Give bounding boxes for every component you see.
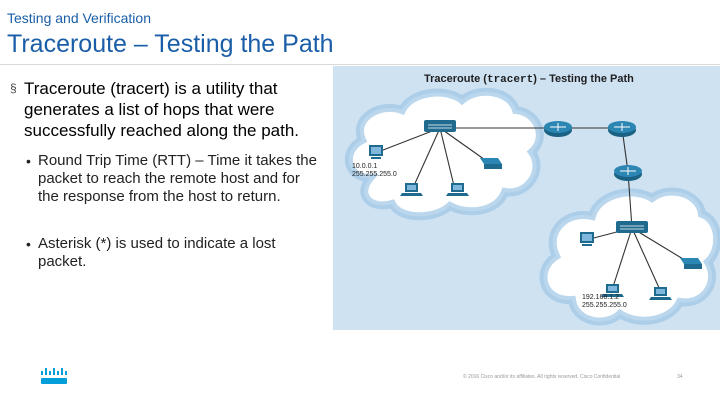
- left-network-cloud: [344, 87, 544, 221]
- page-number: 34: [677, 374, 683, 380]
- router-icon: [614, 165, 642, 181]
- dot-bullet-icon: •: [26, 153, 31, 169]
- left-host-address: 10.0.0.1 255.255.255.0: [352, 163, 397, 179]
- printer-icon: [480, 158, 502, 169]
- figure-title-command: tracert: [486, 74, 534, 86]
- main-bullet: § Traceroute (tracert) is a utility that…: [10, 78, 330, 141]
- switch-icon: [424, 120, 456, 132]
- title-divider: [0, 64, 720, 65]
- right-host-address: 192.168.1.2 255.255.255.0: [582, 294, 627, 310]
- laptop-icon: [446, 183, 469, 196]
- laptop-icon: [400, 183, 423, 196]
- sub-bullet-asterisk: • Asterisk (*) is used to indicate a los…: [26, 235, 322, 271]
- cisco-logo-icon: [40, 366, 68, 391]
- printer-icon: [680, 258, 702, 269]
- slide-title: Traceroute – Testing the Path: [7, 30, 334, 58]
- sub-bullet-rtt: • Round Trip Time (RTT) – Time it takes …: [26, 152, 322, 206]
- laptop-icon: [601, 284, 624, 297]
- laptop-icon: [649, 287, 672, 300]
- section-label: Testing and Verification: [7, 10, 151, 26]
- sub-bullet-text: Round Trip Time (RTT) – Time it takes th…: [38, 152, 317, 205]
- right-host-ip: 192.168.1.2: [582, 294, 619, 301]
- sub-bullet-text: Asterisk (*) is used to indicate a lost …: [38, 235, 276, 270]
- left-host-ip: 10.0.0.1: [352, 163, 378, 170]
- right-network-cloud: [539, 187, 720, 326]
- router-icon: [608, 121, 636, 137]
- square-bullet-icon: §: [10, 81, 17, 95]
- left-host-mask: 255.255.255.0: [352, 171, 397, 178]
- copyright-footer: © 2016 Cisco and/or its affiliates. All …: [463, 374, 621, 380]
- switch-icon: [616, 221, 648, 233]
- dot-bullet-icon: •: [26, 236, 31, 252]
- pc-icon: [369, 145, 383, 159]
- figure-title-suffix: ) – Testing the Path: [533, 73, 634, 85]
- pc-icon: [580, 232, 594, 246]
- figure-title-prefix: Traceroute (: [424, 73, 487, 85]
- main-bullet-text: Traceroute (tracert) is a utility that g…: [24, 79, 300, 140]
- router-icon: [544, 121, 572, 137]
- right-host-mask: 255.255.255.0: [582, 302, 627, 309]
- figure-title: Traceroute (tracert) – Testing the Path: [424, 73, 634, 86]
